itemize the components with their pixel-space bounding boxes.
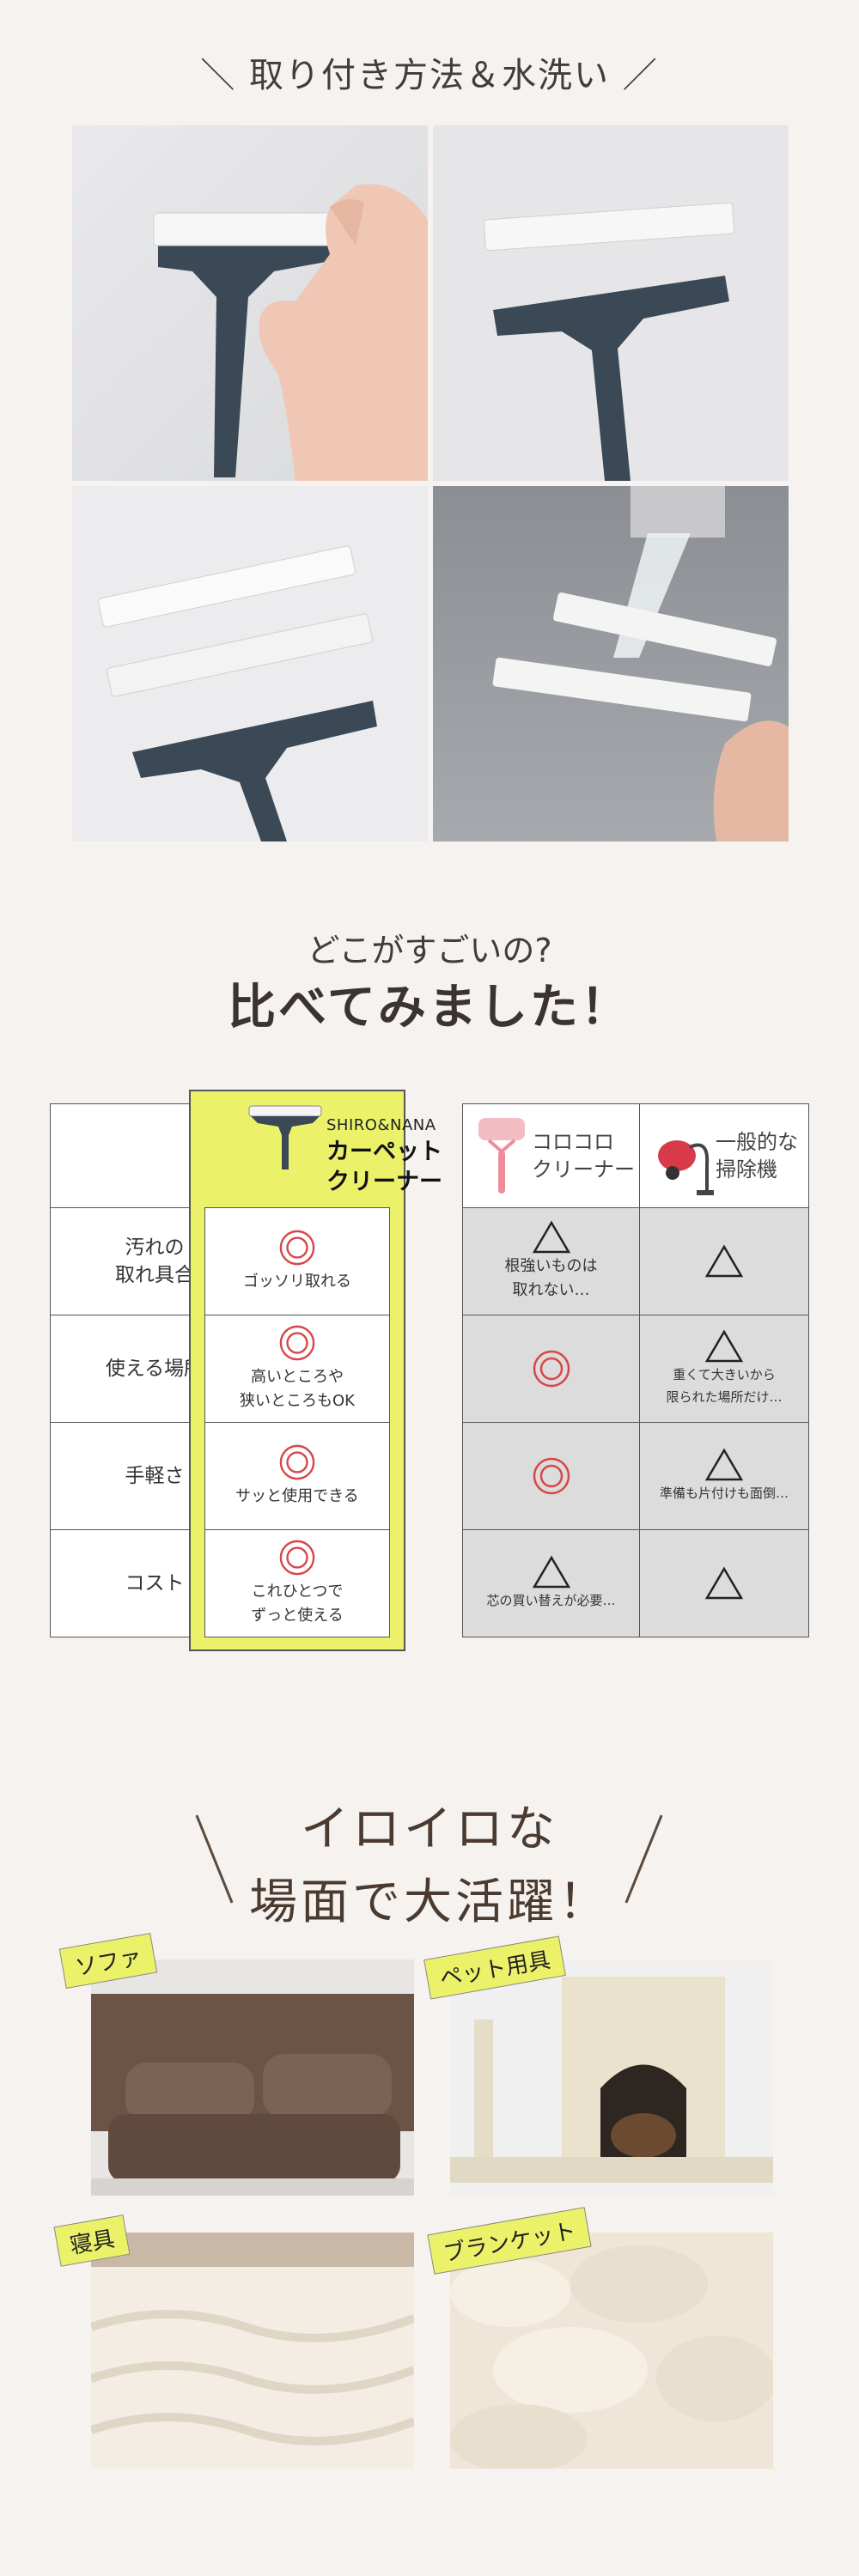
photo-cleaner-parts bbox=[433, 125, 789, 481]
photo-attach-hand bbox=[72, 125, 428, 481]
column-head-label: コロコロ クリーナー bbox=[532, 1130, 635, 1182]
vacuum-icon bbox=[658, 1140, 714, 1195]
cell-text: 根強いものは 取れない… bbox=[504, 1257, 598, 1299]
photo-water-wash bbox=[433, 486, 789, 841]
column-head-lint-roller: コロコロ クリーナー bbox=[462, 1103, 640, 1208]
highlight-product-name: カーペット クリーナー bbox=[326, 1139, 442, 1195]
cell-text: 高いところや 狭いところもOK bbox=[240, 1368, 355, 1410]
double-circle-mark bbox=[279, 1540, 315, 1576]
photo-sofa bbox=[91, 1959, 414, 2196]
cell-text: 芯の買い替えが必要… bbox=[486, 1593, 616, 1608]
photo-blanket bbox=[450, 2233, 773, 2469]
cell-text: 準備も片付けも面倒… bbox=[659, 1485, 789, 1501]
double-circle-mark bbox=[279, 1444, 315, 1480]
double-circle-mark bbox=[279, 1325, 315, 1361]
lint-roller-icon bbox=[478, 1118, 525, 1194]
highlight-cell-cost: これひとつで ずっと使える bbox=[204, 1529, 390, 1637]
photo-cat-tower bbox=[450, 1959, 773, 2196]
triangle-mark bbox=[532, 1555, 570, 1589]
triangle-mark bbox=[704, 1244, 744, 1278]
scenes-title-line1: イロイロな bbox=[301, 1801, 558, 1857]
carpet-cleaner-icon bbox=[248, 1105, 322, 1170]
highlight-cell-places: 高いところや 狭いところもOK bbox=[204, 1315, 390, 1423]
double-circle-mark bbox=[533, 1457, 570, 1495]
cell-text: これひとつで ずっと使える bbox=[251, 1583, 344, 1625]
roller-cell-ease bbox=[462, 1422, 640, 1530]
cell-text: ゴッソリ取れる bbox=[243, 1273, 351, 1291]
vacuum-cell-ease: 準備も片付けも面倒… bbox=[639, 1422, 809, 1530]
roller-cell-places bbox=[462, 1315, 640, 1423]
roller-cell-cleaning: 根強いものは 取れない… bbox=[462, 1207, 640, 1315]
vacuum-cell-cost bbox=[639, 1529, 809, 1637]
triangle-mark bbox=[704, 1566, 744, 1600]
cell-text: 重くて大きいから 限られた場所だけ… bbox=[666, 1367, 783, 1405]
vacuum-cell-places: 重くて大きいから 限られた場所だけ… bbox=[639, 1315, 809, 1423]
triangle-mark bbox=[532, 1220, 570, 1254]
triangle-mark bbox=[704, 1329, 744, 1363]
cell-text: サッと使用できる bbox=[235, 1487, 359, 1505]
roller-cell-cost: 芯の買い替えが必要… bbox=[462, 1529, 640, 1637]
double-circle-mark bbox=[279, 1230, 315, 1266]
compare-subtitle: どこがすごいの? bbox=[307, 932, 552, 969]
vacuum-cell-cleaning bbox=[639, 1207, 809, 1315]
highlight-cell-cleaning: ゴッソリ取れる bbox=[204, 1207, 390, 1315]
highlight-brand: SHIRO&NANA bbox=[326, 1116, 436, 1134]
double-circle-mark bbox=[533, 1350, 570, 1388]
column-head-vacuum: 一般的な 掃除機 bbox=[639, 1103, 809, 1208]
install-section-title: ＼ 取り付き方法＆水洗い ／ bbox=[200, 56, 659, 95]
highlight-cell-ease: サッと使用できる bbox=[204, 1422, 390, 1530]
compare-title: 比べてみました！ bbox=[228, 980, 631, 1036]
photo-parts-disassembled bbox=[72, 486, 428, 841]
scenes-title-line2: 場面で大活躍！ bbox=[249, 1874, 610, 1930]
photo-bedding bbox=[91, 2233, 414, 2469]
column-head-label: 一般的な 掃除機 bbox=[716, 1130, 798, 1182]
triangle-mark bbox=[704, 1448, 744, 1481]
